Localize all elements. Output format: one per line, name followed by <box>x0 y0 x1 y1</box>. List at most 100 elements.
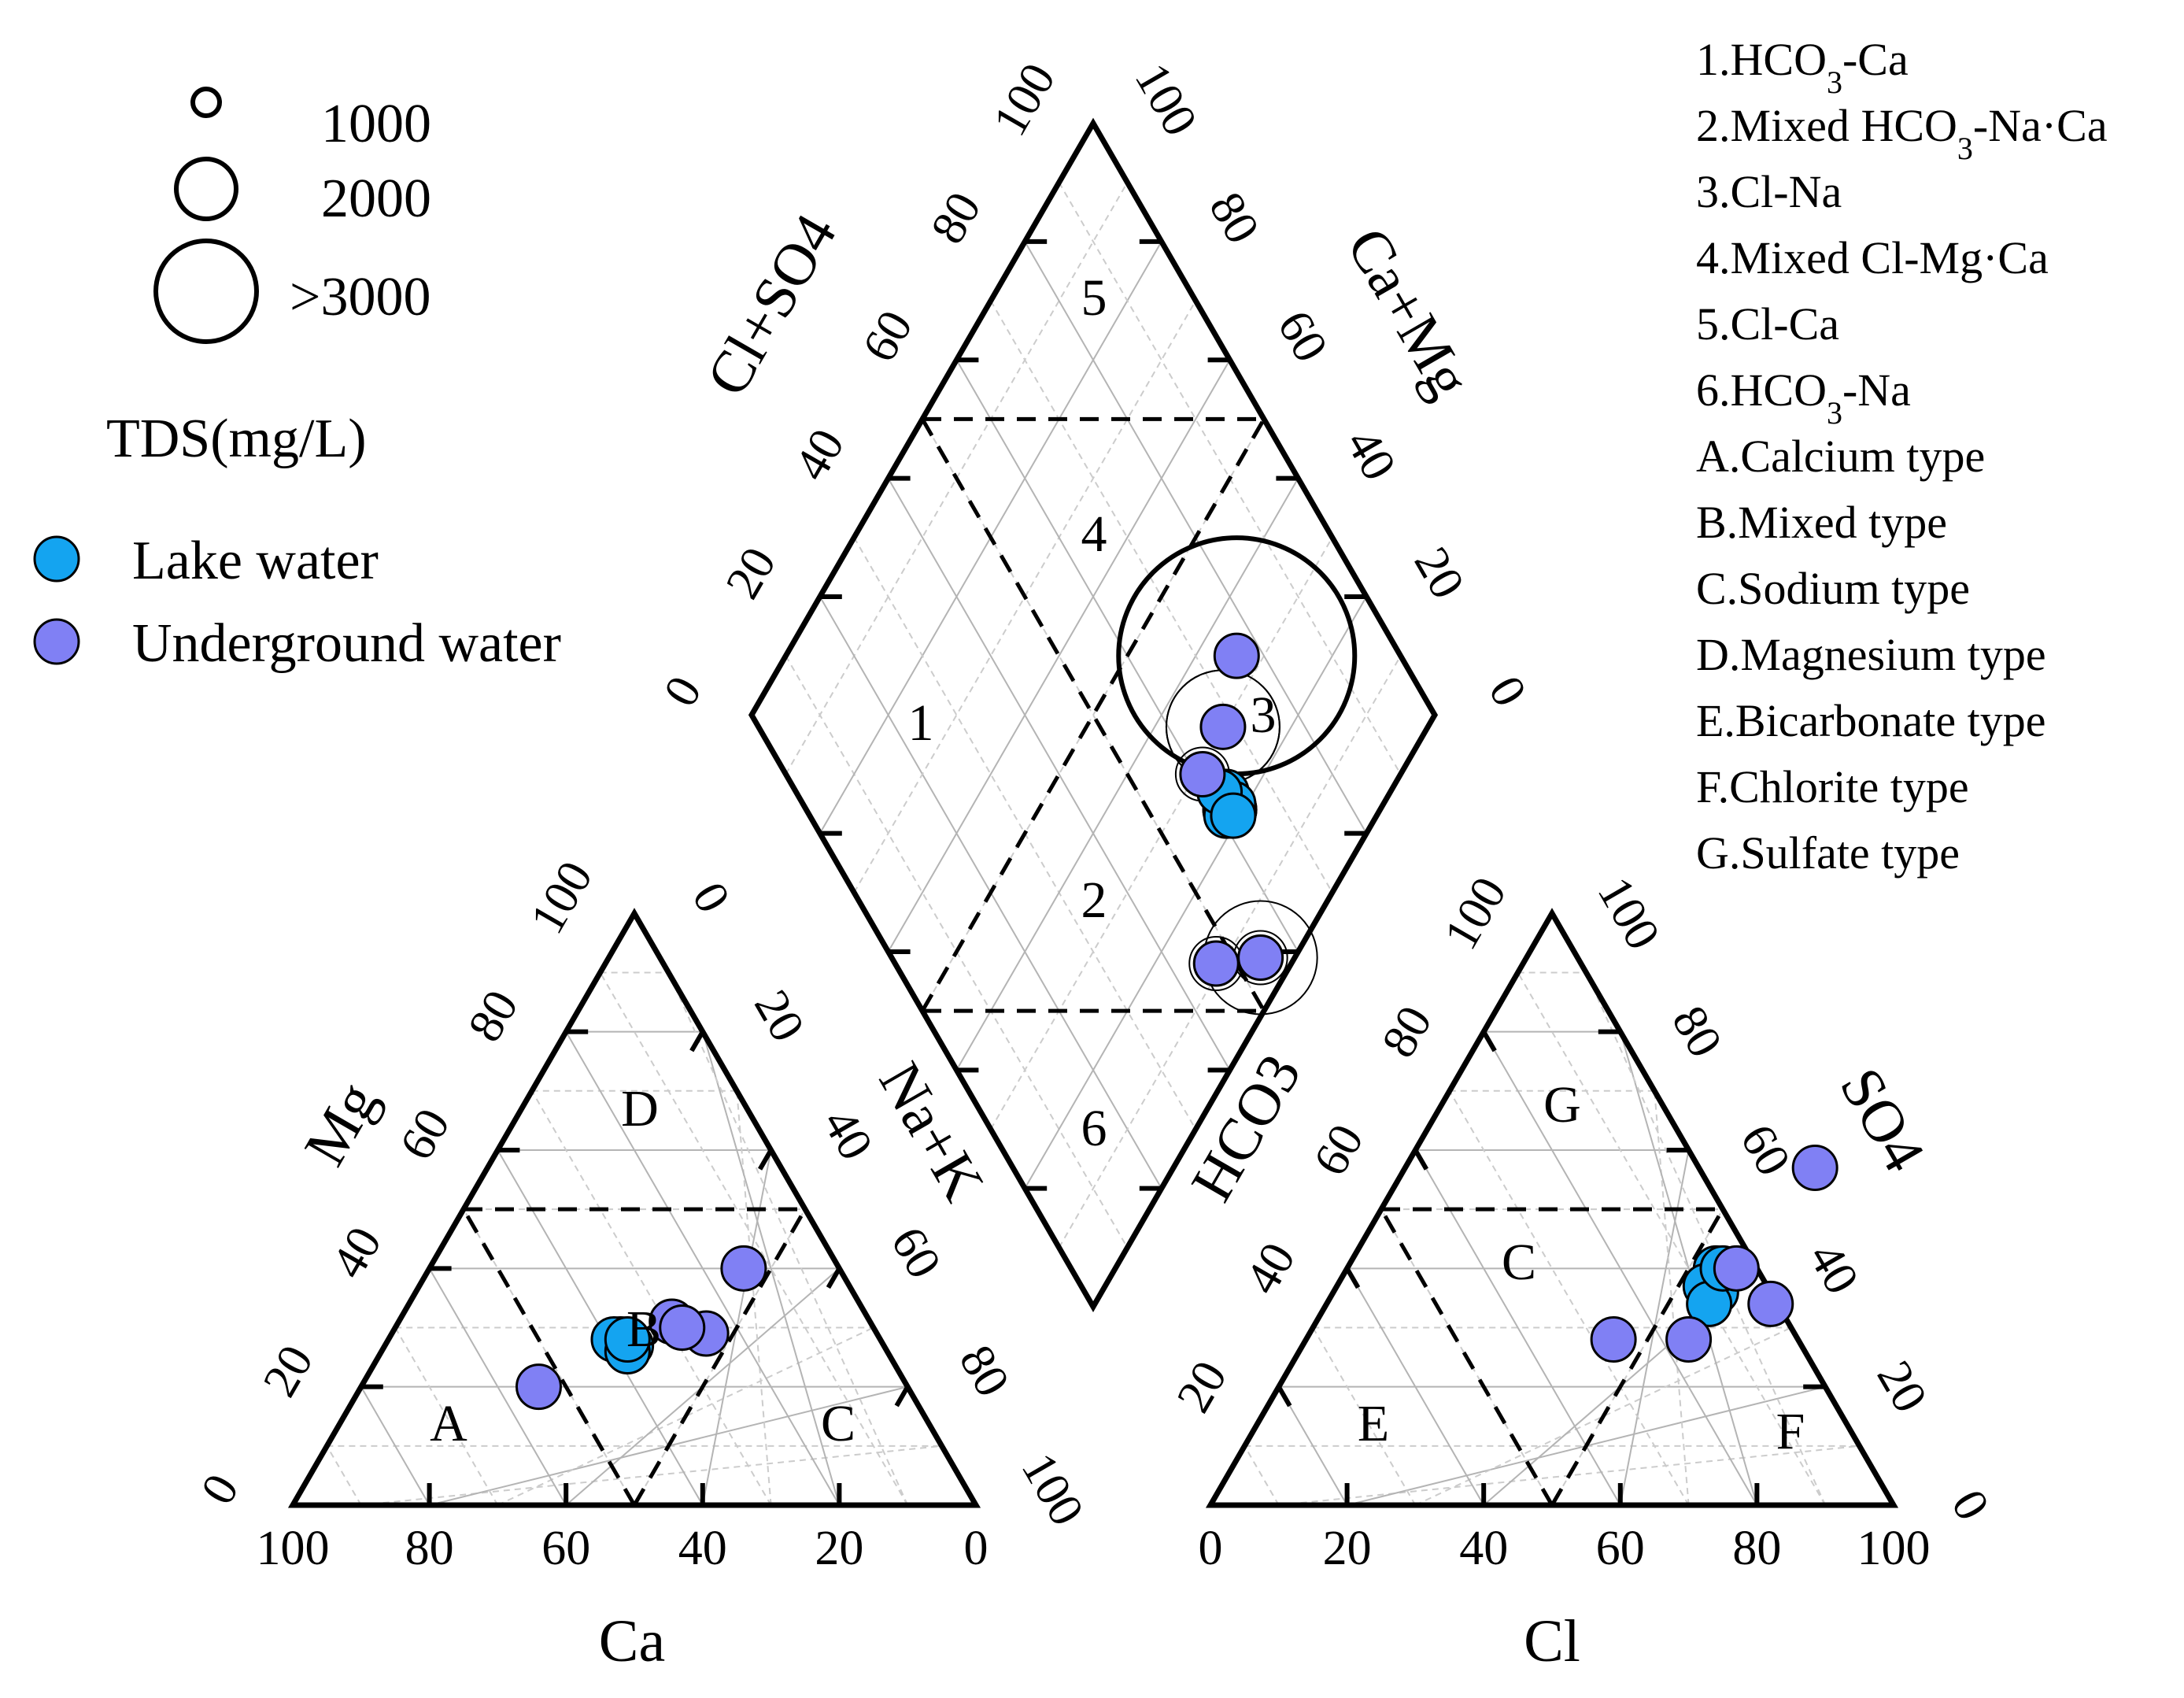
anion-point-underground-2 <box>1747 1280 1794 1327</box>
legend-label-lake-water: Lake water <box>132 531 379 591</box>
cation-grid-a-7 <box>530 1090 772 1506</box>
diamond-point-underground-3 <box>1192 940 1240 987</box>
anion-region-line-b <box>1550 1208 1725 1507</box>
diamond-left-axis-title: Cl+SO4 <box>694 203 850 406</box>
anion-right-tick-label-5: 0 <box>1941 1482 1999 1530</box>
diamond-region-line-b <box>920 418 1266 1012</box>
water-type-item-7: B.Mixed type <box>1696 497 1947 548</box>
cation-bottom-tick-label-1: 80 <box>405 1522 454 1575</box>
cation-region-line-a <box>461 1208 637 1507</box>
cation-region-label-d: D <box>621 1080 659 1138</box>
legend-marker-lake-water <box>33 535 80 583</box>
cation-point-lake-5 <box>604 1316 651 1363</box>
anion-point-underground-3 <box>1665 1316 1713 1363</box>
diamond-point-lake-5 <box>1210 792 1257 839</box>
cation-right-tick-label-5: 100 <box>1011 1445 1094 1535</box>
cation-left-tick-label-4: 80 <box>458 982 529 1051</box>
anion-point-underground-0 <box>1791 1145 1838 1192</box>
anion-grid-a-3 <box>1312 1326 1417 1506</box>
cation-right-tick-3 <box>758 1149 774 1171</box>
cation-left-tick-label-2: 40 <box>321 1218 392 1287</box>
cation-grid-b-9 <box>667 972 909 1506</box>
tick-layer <box>360 239 1826 1505</box>
diamond-region-label-5: 5 <box>1081 269 1107 327</box>
diamond-region-label-6: 6 <box>1081 1100 1107 1157</box>
water-type-item-9: D.Magnesium type <box>1696 629 2046 680</box>
water-type-item-0: 1.HCO3-Ca <box>1696 34 1909 100</box>
anion-bottom-tick-label-4: 80 <box>1732 1522 1781 1575</box>
anion-bottom-tick-label-1: 20 <box>1323 1522 1372 1575</box>
water-type-item-2: 3.Cl-Na <box>1696 166 1842 217</box>
anion-bottom-axis-title: Cl <box>1524 1608 1580 1674</box>
water-type-item-3: 4.Mixed Cl-Mg·Ca <box>1696 232 2049 283</box>
tds-legend-circle-1000 <box>190 87 222 118</box>
anion-grid-b-9 <box>1585 972 1827 1506</box>
tds-legend-circle-2000 <box>174 157 238 221</box>
diamond-region-label-2: 2 <box>1081 871 1107 929</box>
anion-bottom-tick-label-2: 40 <box>1459 1522 1508 1575</box>
cation-left-tick-label-0: 0 <box>190 1466 249 1514</box>
anion-right-tick-label-1: 80 <box>1661 997 1732 1067</box>
anion-region-line-a <box>1379 1208 1554 1507</box>
tds-legend: 1000 2000 >3000 TDS(mg/L) <box>106 87 431 469</box>
diamond-region-label-1: 1 <box>908 694 934 752</box>
cation-grid-a-4 <box>428 1267 567 1506</box>
diamond-grid-a-4 <box>887 478 1231 1071</box>
water-type-item-8: C.Sodium type <box>1696 563 1970 614</box>
cation-right-axis-title: Na+K <box>867 1052 997 1212</box>
cation-point-underground-0 <box>720 1245 767 1292</box>
frame-layer <box>287 117 1899 1508</box>
anion-right-tick-label-0: 100 <box>1587 868 1670 959</box>
diamond-left-tick-label-3: 60 <box>852 301 923 371</box>
region-boundaries <box>461 416 1725 1507</box>
cation-region-label-b: B <box>626 1300 661 1358</box>
tds-legend-label-3000: >3000 <box>290 267 431 327</box>
anion-grid-a-8 <box>1483 1031 1758 1506</box>
anion-right-tick-label-4: 20 <box>1867 1352 1938 1422</box>
diamond-grid-a-9 <box>1058 182 1402 775</box>
cation-point-underground-3 <box>515 1363 562 1411</box>
diamond-left-tick-label-5: 100 <box>983 54 1066 145</box>
tds-legend-label-2000: 2000 <box>321 168 431 229</box>
water-type-item-5: 6.HCO3-Na <box>1696 364 1911 431</box>
cation-right-tick-1 <box>894 1385 910 1408</box>
diamond-grid-b-4 <box>887 359 1231 953</box>
anion-grid-a-9 <box>1517 971 1827 1506</box>
diamond-right-tick-label-2: 60 <box>1267 301 1338 371</box>
anion-region-label-c: C <box>1502 1234 1536 1291</box>
tds-legend-circle-3000 <box>153 239 259 344</box>
cation-point-underground-4 <box>659 1304 706 1351</box>
cation-right-tick-label-0: 0 <box>682 874 740 922</box>
cation-bottom-tick-label-2: 60 <box>541 1522 590 1575</box>
diamond-grid-b-9 <box>1058 655 1402 1249</box>
diamond-right-tick-label-1: 80 <box>1199 183 1269 253</box>
anion-left-tick-label-0: 20 <box>1167 1352 1238 1422</box>
water-type-item-12: G.Sulfate type <box>1696 827 1960 879</box>
anion-right-axis-title: SO4 <box>1827 1057 1937 1182</box>
cation-bottom-tick-label-3: 40 <box>678 1522 727 1575</box>
diamond-right-axis-title: Ca+Mg <box>1334 217 1483 409</box>
anion-left-tick-label-4: 100 <box>1434 868 1517 959</box>
diamond-grid-b-5 <box>922 418 1265 1012</box>
cation-grid-b-7 <box>736 1090 772 1506</box>
anion-bottom-tick-label-3: 60 <box>1596 1522 1645 1575</box>
cation-left-tick-label-1: 20 <box>253 1337 324 1406</box>
anion-grid-a-2 <box>1277 1386 1348 1506</box>
anion-right-tick-label-3: 40 <box>1798 1234 1869 1303</box>
anion-point-underground-4 <box>1713 1245 1760 1292</box>
cation-region-label-a: A <box>430 1395 467 1452</box>
anion-triangle-frame <box>1205 908 1899 1508</box>
cation-right-tick-label-4: 80 <box>949 1337 1020 1406</box>
water-type-list: 1.HCO3-Ca2.Mixed HCO3-Na·Ca3.Cl-Na4.Mixe… <box>1696 34 2108 879</box>
cation-right-tick-label-1: 20 <box>744 982 815 1051</box>
cation-region-line-b <box>632 1208 807 1507</box>
anion-left-tick-2 <box>1345 1267 1361 1289</box>
diamond-right-tick-label-4: 20 <box>1404 538 1475 608</box>
diamond-region-label-4: 4 <box>1081 505 1107 563</box>
cation-grid-b-3 <box>497 1326 874 1506</box>
anion-grid-b-7 <box>1654 1090 1690 1506</box>
cation-left-tick-label-5: 100 <box>520 853 603 943</box>
anion-bottom-tick-label-0: 0 <box>1199 1522 1223 1575</box>
anion-grid-b-8 <box>1619 1031 1758 1506</box>
